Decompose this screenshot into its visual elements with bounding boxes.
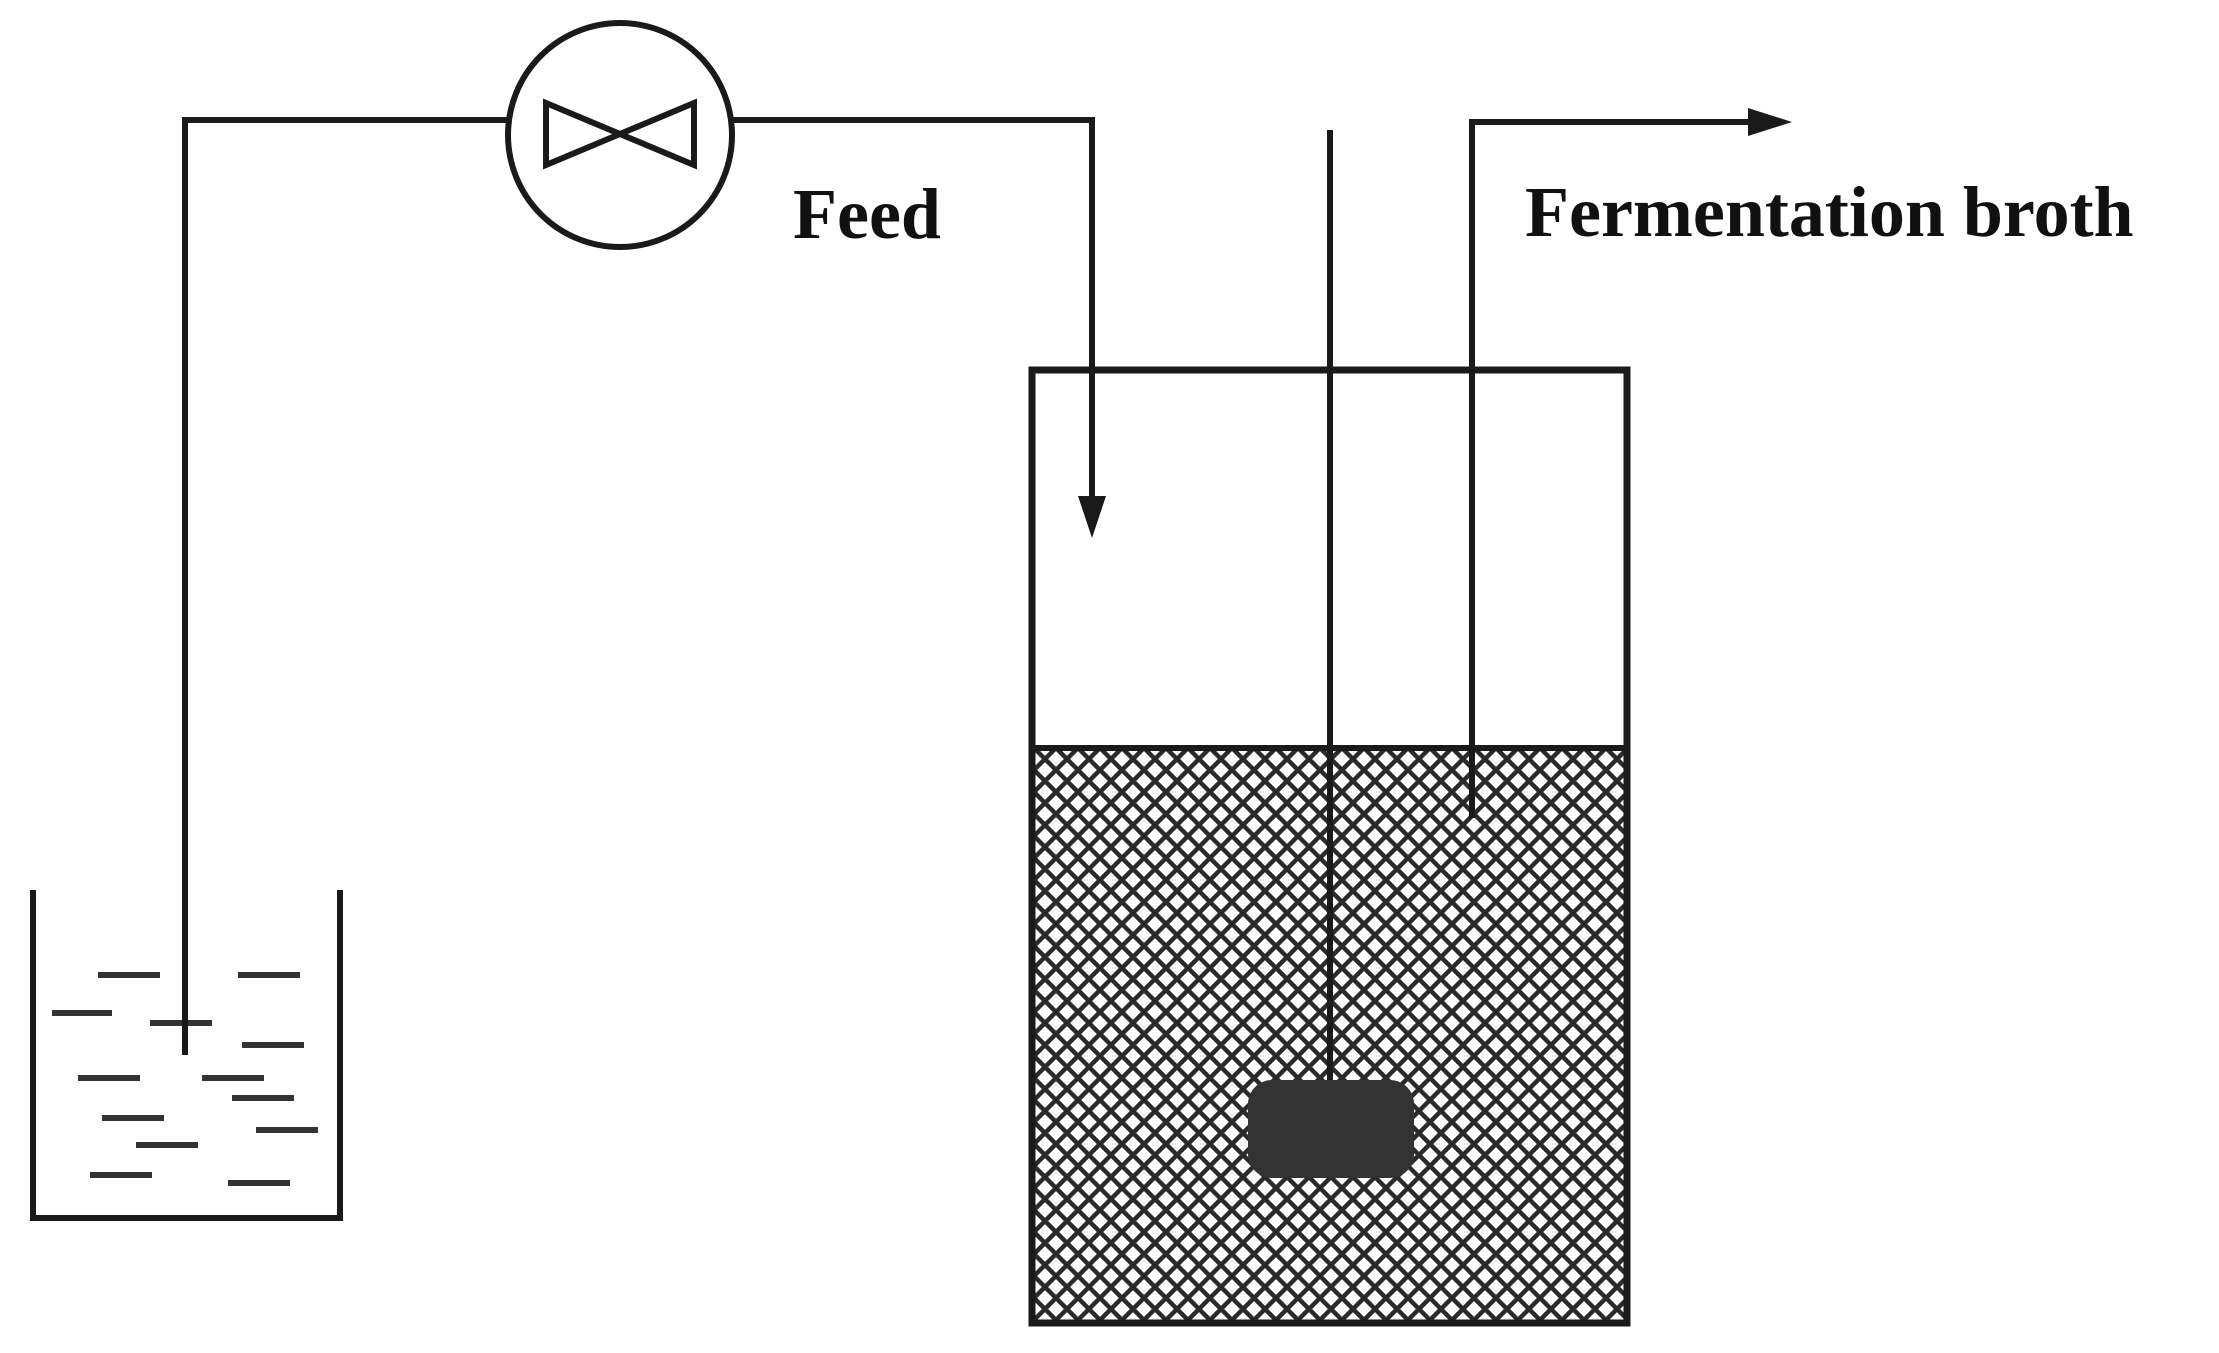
stirrer-impeller-icon bbox=[1248, 1080, 1414, 1178]
valve-circle-icon bbox=[505, 20, 735, 250]
feed-pipe bbox=[182, 117, 1095, 1055]
broth-outlet-arrow-head bbox=[1748, 108, 1792, 136]
feed-arrow-head bbox=[1078, 496, 1106, 538]
broth-outlet-pipe bbox=[1469, 119, 1760, 818]
reservoir-liquid-dashes bbox=[52, 972, 318, 1186]
feed-reservoir bbox=[30, 890, 343, 1221]
fermentation-broth-label: Fermentation broth bbox=[1525, 172, 2134, 252]
feed-label: Feed bbox=[793, 174, 941, 254]
